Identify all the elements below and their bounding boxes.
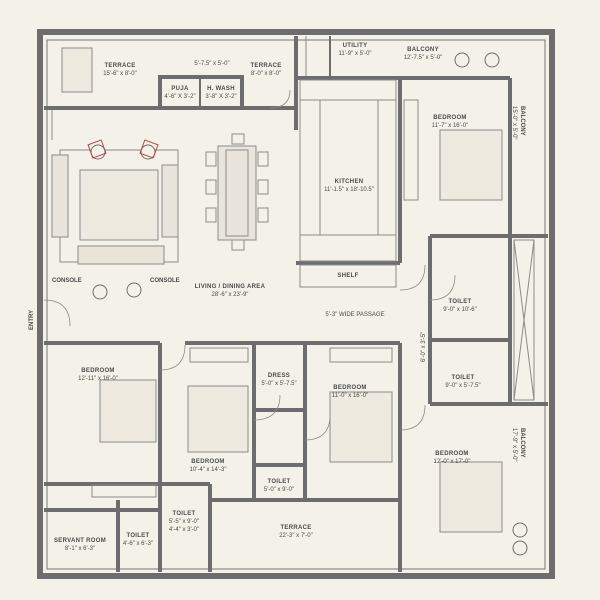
label-puja: PUJA 4'-6" X 3'-2" bbox=[164, 85, 195, 101]
label-terrace-top: TERRACE 15'-6" x 8'-0" bbox=[103, 62, 137, 78]
room-dim: 8'-0" x 8'-0" bbox=[250, 71, 282, 77]
label-terrace-top2: TERRACE 8'-0" x 8'-0" bbox=[250, 62, 281, 78]
room-dim: 8'-1" x 6'-3" bbox=[64, 546, 96, 552]
label-bedroom-m: BEDROOM 11'-0" x 16'-0" bbox=[332, 384, 368, 400]
room-name: TERRACE bbox=[104, 63, 136, 69]
label-toilet-e1: TOILET 9'-0" x 10'-6" bbox=[443, 298, 477, 314]
room-dim: 4'-6" X 3'-2" bbox=[164, 94, 196, 100]
room-dim: 11'-0" x 16'-0" bbox=[331, 393, 369, 399]
room-name: BEDROOM bbox=[435, 451, 469, 457]
label-console-left: CONSOLE bbox=[52, 278, 82, 284]
room-dim: 28'-6" x 23'-9" bbox=[211, 292, 249, 298]
room-dim: 12'-11" x 16'-0" bbox=[78, 376, 118, 382]
label-balcony-top: BALCONY 12'-7.5" x 5'-0" bbox=[404, 46, 443, 62]
room-dim: 4'-6" x 6'-3" bbox=[122, 541, 154, 547]
room-dim: 10'-4" x 14'-3" bbox=[189, 467, 227, 473]
room-dim: 9'-0" x 5'-7.5" bbox=[445, 383, 481, 389]
room-name: SHELF bbox=[337, 273, 359, 279]
label-balcony-ne: BALCONY 15'-0" x 5'-0" bbox=[510, 106, 526, 140]
room-name: ENTRY bbox=[29, 309, 35, 330]
label-toilet-e2: TOILET 9'-0" x 5'-7.5" bbox=[445, 374, 480, 390]
room-name: TOILET bbox=[448, 299, 472, 305]
label-balcony-se: BALCONY 17'-9" x 5'-0" bbox=[510, 428, 526, 462]
label-small-c: 4'-4" x 3'-0" bbox=[169, 526, 199, 534]
label-bedroom-se: BEDROOM 12'-0" x 17'-0" bbox=[434, 450, 471, 466]
label-small-top: 5'-7.5" x 5'-0" bbox=[194, 60, 229, 68]
label-shelf: SHELF bbox=[337, 272, 358, 280]
room-dim: 3'-8" X 3'-2" bbox=[205, 94, 237, 100]
label-bedroom-w: BEDROOM 12'-11" x 16'-0" bbox=[78, 367, 118, 383]
label-terrace-s: TERRACE 22'-3" x 7'-0" bbox=[279, 524, 313, 540]
room-name: BEDROOM bbox=[433, 115, 467, 121]
label-bedroom-c: BEDROOM 10'-4" x 14'-3" bbox=[190, 458, 227, 474]
room-dim: 5'-0" x 5'-7.5" bbox=[261, 381, 297, 387]
room-name: UTILITY bbox=[342, 43, 368, 49]
label-console-right: CONSOLE bbox=[150, 278, 180, 284]
room-name: TOILET bbox=[172, 511, 196, 517]
label-kitchen: KITCHEN 11'-1.5" x 18'-10.5" bbox=[324, 178, 374, 194]
label-utility: UTILITY 11'-9" x 5'-0" bbox=[338, 42, 371, 58]
label-dress: DRESS 5'-0" x 5'-7.5" bbox=[261, 372, 296, 388]
room-dim: 12'-0" x 17'-0" bbox=[433, 459, 471, 465]
label-toilet-s: TOILET 4'-6" x 6'-3" bbox=[123, 532, 153, 548]
label-servant: SERVANT ROOM 8'-1" x 6'-3" bbox=[54, 537, 106, 553]
room-name: LIVING / DINING AREA bbox=[194, 284, 266, 290]
room-name: TOILET bbox=[126, 533, 150, 539]
room-dim: 15'-0" x 5'-0" bbox=[511, 106, 517, 140]
room-dim: 4'-4" x 3'-0" bbox=[168, 527, 200, 533]
room-name: TERRACE bbox=[250, 63, 282, 69]
label-small-e: 6'-0" x 3'-5" bbox=[420, 332, 428, 362]
room-name: BALCONY bbox=[519, 428, 525, 458]
room-dim: 5'-3" WIDE PASSAGE bbox=[325, 312, 385, 318]
label-entry: ENTRY bbox=[28, 310, 36, 330]
room-name: DRESS bbox=[267, 373, 291, 379]
room-dim: 15'-6" x 8'-0" bbox=[103, 71, 137, 77]
room-dim: 11'-9" x 5'-0" bbox=[338, 51, 372, 57]
room-dim: 17'-9" x 5'-0" bbox=[511, 428, 517, 462]
room-dim: 5'-0" x 9'-0" bbox=[263, 487, 295, 493]
room-dim: 22'-3" x 7'-0" bbox=[279, 533, 313, 539]
label-hwash: H. WASH 3'-8" X 3'-2" bbox=[205, 85, 236, 101]
label-living: LIVING / DINING AREA 28'-6" x 23'-9" bbox=[195, 283, 265, 299]
room-name: BALCONY bbox=[519, 106, 525, 136]
room-name: KITCHEN bbox=[334, 179, 364, 185]
room-name: PUJA bbox=[171, 86, 189, 92]
room-name: TOILET bbox=[451, 375, 475, 381]
room-dim: 11'-7" x 16'-0" bbox=[431, 123, 469, 129]
label-bedroom-ne: BEDROOM 11'-7" x 16'-0" bbox=[432, 114, 468, 130]
label-toilet-c: TOILET 5'-5" x 9'-0" bbox=[169, 510, 199, 526]
room-dim: 9'-0" x 10'-6" bbox=[443, 307, 477, 313]
room-name: BEDROOM bbox=[81, 368, 115, 374]
room-name: SERVANT ROOM bbox=[53, 538, 107, 544]
room-dim: 12'-7.5" x 5'-0" bbox=[403, 55, 443, 61]
room-name: BEDROOM bbox=[333, 385, 367, 391]
room-name: TOILET bbox=[267, 479, 291, 485]
room-name: H. WASH bbox=[207, 86, 235, 92]
label-passage: 5'-3" WIDE PASSAGE bbox=[325, 311, 384, 319]
room-name: BALCONY bbox=[407, 47, 439, 53]
room-dim: 6'-0" x 3'-5" bbox=[421, 331, 427, 362]
label-toilet-m: TOILET 5'-0" x 9'-0" bbox=[264, 478, 294, 494]
room-dim: 5'-5" x 9'-0" bbox=[168, 519, 200, 525]
room-name: TERRACE bbox=[280, 525, 312, 531]
room-dim: 5'-7.5" x 5'-0" bbox=[194, 61, 230, 67]
room-dim: 11'-1.5" x 18'-10.5" bbox=[324, 187, 374, 193]
room-name: BEDROOM bbox=[191, 459, 225, 465]
